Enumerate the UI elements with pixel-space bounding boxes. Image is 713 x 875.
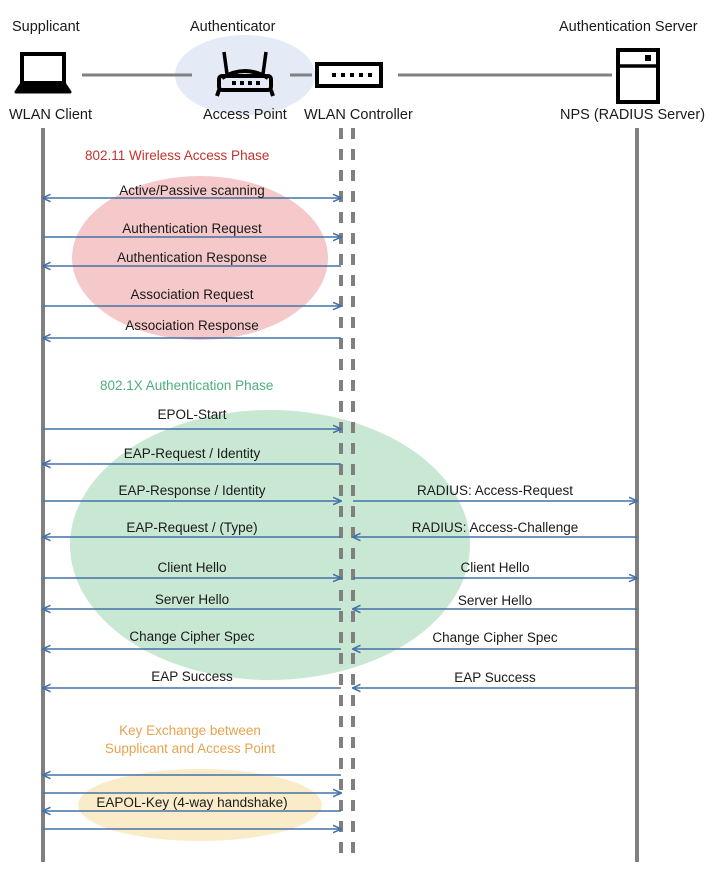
- message-label-m17: Change Cipher Spec: [432, 630, 558, 645]
- message-arrow-layer: [43, 198, 637, 829]
- message-label-m16: Change Cipher Spec: [129, 629, 255, 644]
- laptop-icon: [14, 52, 72, 94]
- network-switch-icon: [315, 62, 383, 88]
- message-label-m14: Server Hello: [154, 592, 230, 607]
- message-label-m1: Active/Passive scanning: [119, 183, 265, 198]
- phase-ellipse-80211: [72, 176, 328, 340]
- actor-device-wlan-controller: WLAN Controller: [304, 107, 413, 123]
- actor-device-nps-radius-server: NPS (RADIUS Server): [560, 107, 706, 123]
- actor-role-supplicant: Supplicant: [12, 19, 80, 35]
- message-label-m12: Client Hello: [157, 560, 227, 575]
- message-label-m11: RADIUS: Access-Challenge: [411, 520, 579, 535]
- phase-ellipse-key-exchange: [78, 769, 322, 841]
- message-label-m18: EAP Success: [151, 669, 233, 684]
- message-label-m8: EAP-Response / Identity: [118, 483, 266, 498]
- wireless-router-icon: [215, 51, 275, 97]
- phase-label-80211: 802.11 Wireless Access Phase: [85, 148, 270, 163]
- message-label-m3: Authentication Response: [116, 250, 268, 265]
- phase-label-key-exchange: Key Exchange between Supplicant and Acce…: [90, 722, 290, 758]
- message-label-m7: EAP-Request / Identity: [123, 446, 261, 461]
- message-label-m5: Association Response: [125, 318, 259, 333]
- actor-role-authenticator: Authenticator: [190, 19, 276, 35]
- actor-device-access-point: Access Point: [203, 107, 287, 123]
- message-label-m19: EAP Success: [454, 670, 536, 685]
- message-label-m15: Server Hello: [457, 593, 533, 608]
- server-tower-icon: [616, 48, 660, 104]
- phase-label-8021x: 802.1X Authentication Phase: [100, 378, 274, 393]
- message-label-m2: Authentication Request: [122, 221, 262, 236]
- actor-device-wlan-client: WLAN Client: [9, 107, 92, 123]
- message-label-m6: EPOL-Start: [157, 407, 227, 422]
- actor-role-authentication-server: Authentication Server: [559, 19, 698, 35]
- message-label-m13: Client Hello: [460, 560, 530, 575]
- phase-ellipse-8021x: [70, 410, 470, 680]
- message-label-m22: EAPOL-Key (4-way handshake): [96, 795, 288, 810]
- phase-label-key-exchange-line1: Key Exchange between: [119, 723, 261, 738]
- phase-label-key-exchange-line2: Supplicant and Access Point: [104, 741, 276, 757]
- message-label-m9: RADIUS: Access-Request: [416, 483, 574, 498]
- message-label-m4: Association Request: [130, 287, 254, 302]
- message-label-m10: EAP-Request / (Type): [126, 520, 258, 535]
